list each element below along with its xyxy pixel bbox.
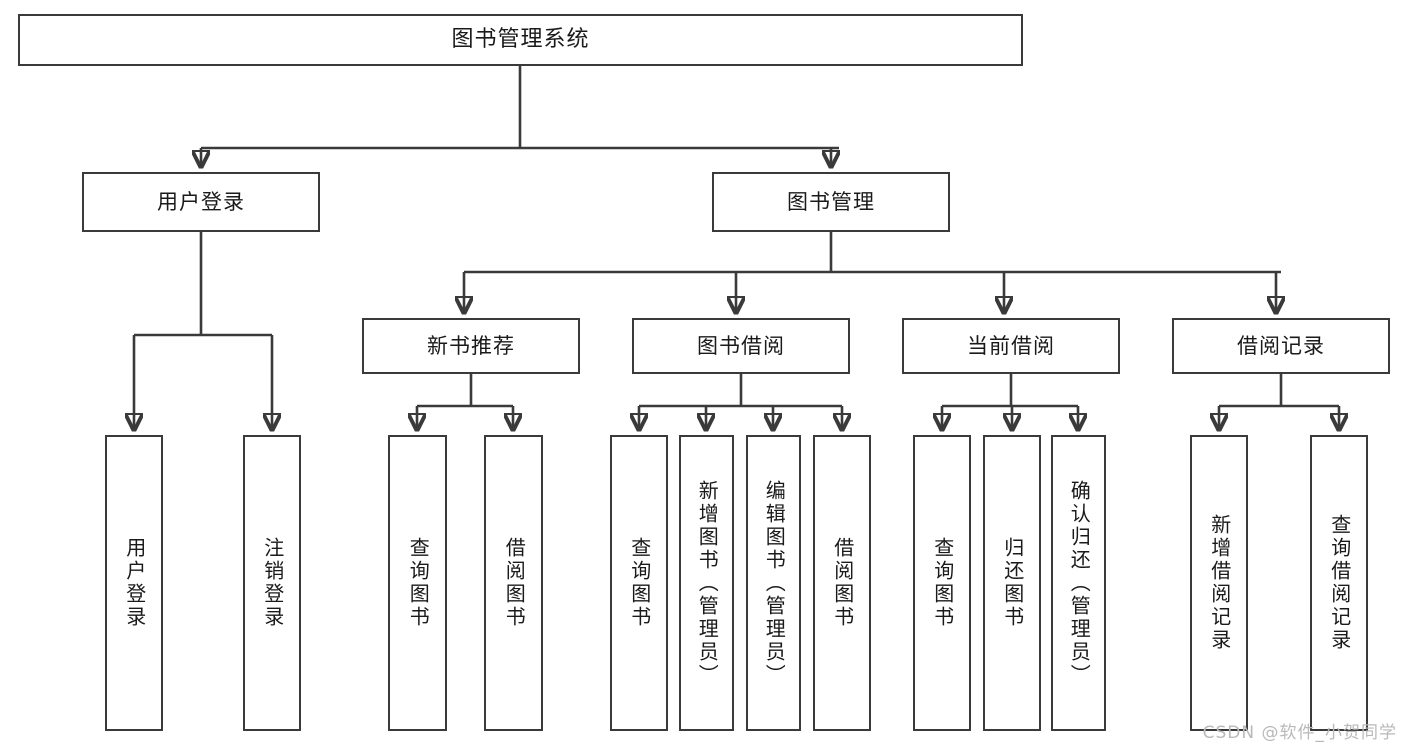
- leaf-confirm-return-admin[interactable]: 确认归还（管理员）: [1051, 435, 1106, 731]
- leaf-label: 编辑图书（管理员）: [762, 479, 787, 687]
- leaf-label: 注销登录: [260, 537, 285, 629]
- node-root[interactable]: 图书管理系统: [18, 14, 1023, 66]
- leaf-borrow-book-newbook[interactable]: 借阅图书: [484, 435, 543, 731]
- leaf-query-book-newbook[interactable]: 查询图书: [388, 435, 447, 731]
- node-book-management-label: 图书管理: [787, 189, 875, 214]
- leaf-query-borrow-record[interactable]: 查询借阅记录: [1310, 435, 1368, 731]
- leaf-label: 查询图书: [930, 537, 955, 629]
- node-book-borrow[interactable]: 图书借阅: [632, 318, 850, 374]
- leaf-label: 查询借阅记录: [1327, 514, 1352, 652]
- leaf-query-book-current[interactable]: 查询图书: [913, 435, 971, 731]
- node-new-book-recommend[interactable]: 新书推荐: [362, 318, 580, 374]
- node-borrow-record-label: 借阅记录: [1237, 333, 1325, 358]
- node-root-label: 图书管理系统: [451, 27, 590, 53]
- leaf-label: 确认归还（管理员）: [1067, 479, 1092, 687]
- leaf-label: 新增图书（管理员）: [695, 479, 720, 687]
- leaf-user-login[interactable]: 用户登录: [105, 435, 163, 731]
- leaf-add-book-admin[interactable]: 新增图书（管理员）: [679, 435, 734, 731]
- node-book-management[interactable]: 图书管理: [712, 172, 950, 232]
- node-new-book-recommend-label: 新书推荐: [427, 333, 515, 358]
- leaf-label: 借阅图书: [830, 537, 855, 629]
- leaf-label: 查询图书: [627, 537, 652, 629]
- node-user-login[interactable]: 用户登录: [82, 172, 320, 232]
- leaf-logout[interactable]: 注销登录: [243, 435, 301, 731]
- leaf-label: 借阅图书: [502, 537, 527, 629]
- node-current-borrow[interactable]: 当前借阅: [902, 318, 1120, 374]
- leaf-label: 查询图书: [406, 537, 431, 629]
- leaf-query-book-borrow[interactable]: 查询图书: [610, 435, 668, 731]
- leaf-label: 新增借阅记录: [1207, 514, 1232, 652]
- node-book-borrow-label: 图书借阅: [697, 333, 785, 358]
- leaf-edit-book-admin[interactable]: 编辑图书（管理员）: [746, 435, 801, 731]
- node-user-login-label: 用户登录: [157, 189, 245, 214]
- node-borrow-record[interactable]: 借阅记录: [1172, 318, 1390, 374]
- node-current-borrow-label: 当前借阅: [967, 333, 1055, 358]
- leaf-borrow-book[interactable]: 借阅图书: [813, 435, 871, 731]
- leaf-return-book[interactable]: 归还图书: [983, 435, 1041, 731]
- leaf-label: 用户登录: [122, 537, 147, 629]
- leaf-label: 归还图书: [1000, 537, 1025, 629]
- leaf-add-borrow-record[interactable]: 新增借阅记录: [1190, 435, 1248, 731]
- csdn-watermark: CSDN @软件_小贺同学: [1202, 723, 1397, 743]
